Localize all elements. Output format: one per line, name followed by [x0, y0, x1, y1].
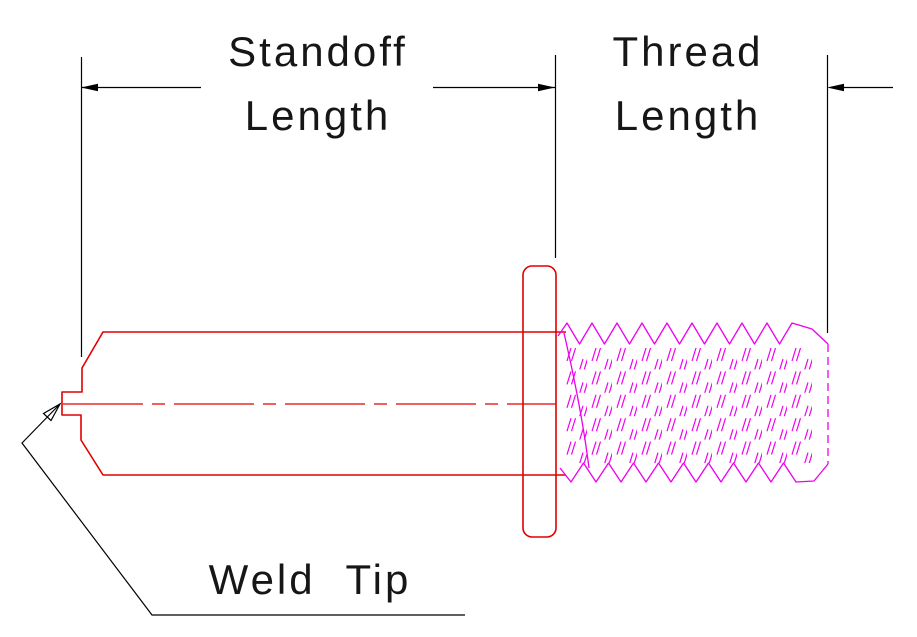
thread-length-label: Thread Length: [612, 20, 763, 148]
thread-hatch-field: [562, 346, 812, 463]
weld-tip-label: Weld Tip: [208, 556, 412, 603]
thread-dimension: [826, 55, 893, 333]
stud-body: [61, 265, 566, 538]
standoff-dimension: [80, 55, 557, 357]
leader-open-arrowhead-icon: [42, 402, 62, 422]
standoff-label-line1: Standoff: [228, 28, 408, 75]
thread-label-line1: Thread: [612, 28, 764, 75]
dim-arrowhead-thread-icon: [827, 83, 844, 92]
dim-arrowhead-right-icon: [538, 83, 555, 92]
body-outline: [61, 331, 566, 476]
standoff-label-line2: Length: [244, 92, 392, 139]
stud-threads: [557, 322, 829, 483]
leader-line: [21, 403, 465, 616]
thread-crest-bottom: [559, 462, 829, 483]
thread-label-line2: Length: [614, 92, 762, 139]
dim-arrowhead-left-icon: [81, 83, 98, 92]
flange: [522, 265, 557, 538]
weld-tip-leader: [21, 402, 465, 616]
thread-crest-top: [557, 322, 829, 345]
standoff-length-label: Standoff Length: [228, 20, 408, 148]
